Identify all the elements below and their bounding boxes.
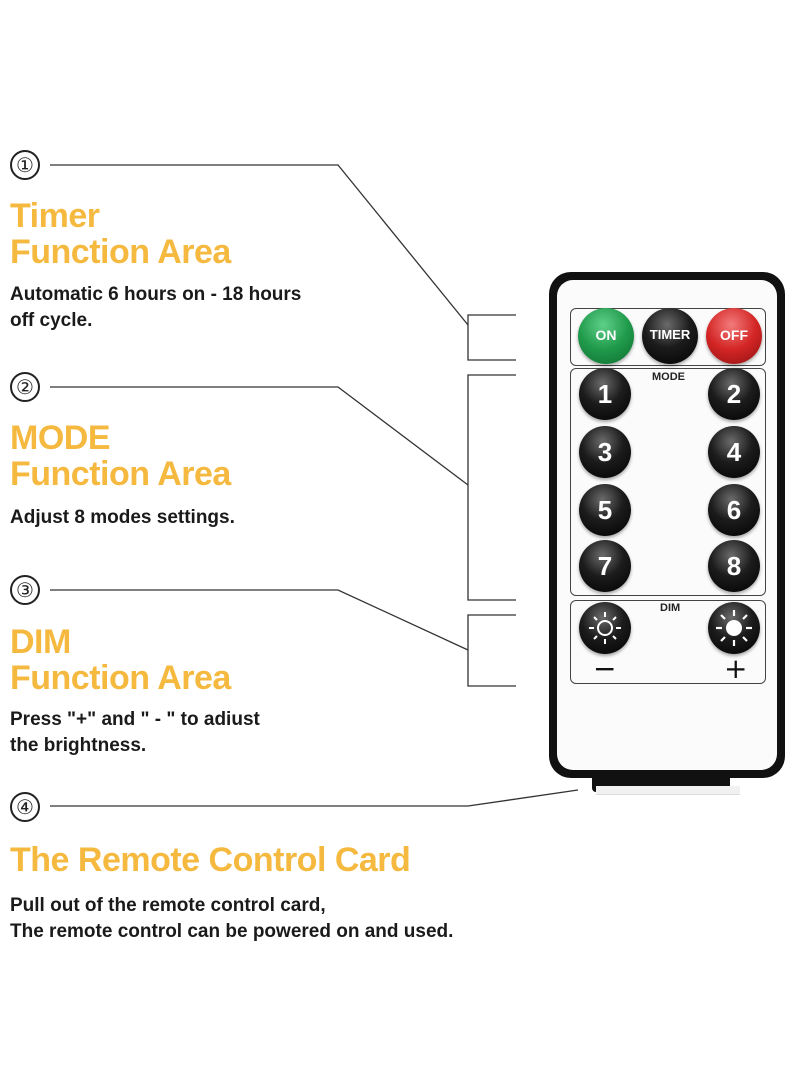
title-line: MODE <box>10 419 110 457</box>
desc-line: the brightness. <box>10 735 147 756</box>
section-number-3: ③ <box>10 575 40 605</box>
desc-line: Pull out of the remote control card, <box>10 895 326 916</box>
remote-card-edge <box>596 786 740 795</box>
dim-group-box <box>570 600 766 684</box>
mode-1-button[interactable]: 1 <box>579 368 631 420</box>
mode-2-button[interactable]: 2 <box>708 368 760 420</box>
minus-label: − <box>593 652 617 685</box>
off-button[interactable]: OFF <box>706 308 762 364</box>
mode-4-button[interactable]: 4 <box>708 426 760 478</box>
section-number-2: ② <box>10 372 40 402</box>
desc-line: Adjust 8 modes settings. <box>10 507 235 528</box>
mode-3-button[interactable]: 3 <box>579 426 631 478</box>
desc-line: off cycle. <box>10 310 93 331</box>
title-line: Function Area <box>10 233 231 271</box>
mode-6-button[interactable]: 6 <box>708 484 760 536</box>
timer-button[interactable]: TIMER <box>642 308 698 364</box>
timer-section-desc: Automatic 6 hours on - 18 hours off cycl… <box>10 282 301 334</box>
desc-line: Automatic 6 hours on - 18 hours <box>10 284 302 305</box>
on-button[interactable]: ON <box>578 308 634 364</box>
dim-label: DIM <box>660 602 681 614</box>
mode-5-button[interactable]: 5 <box>579 484 631 536</box>
dim-down-button[interactable] <box>579 602 631 654</box>
mode-7-button[interactable]: 7 <box>579 540 631 592</box>
title-line: Function Area <box>10 659 231 697</box>
mode-group-box <box>570 368 766 596</box>
dim-section-desc: Press "+" and " - " to adiust the bright… <box>10 707 260 759</box>
mode-section-title: MODE Function Area <box>10 420 231 492</box>
dim-sun-icon <box>589 612 621 644</box>
plus-label: + <box>724 652 748 685</box>
timer-section-title: Timer Function Area <box>10 198 231 270</box>
dim-up-button[interactable] <box>708 602 760 654</box>
title-line: DIM <box>10 623 71 661</box>
bright-sun-icon <box>716 610 752 646</box>
title-line: Timer <box>10 197 100 235</box>
desc-line: Press "+" and " - " to adiust <box>10 709 260 730</box>
section-number-4: ④ <box>10 792 40 822</box>
section-number-1: ① <box>10 150 40 180</box>
mode-8-button[interactable]: 8 <box>708 540 760 592</box>
title-line: Function Area <box>10 455 231 493</box>
desc-line: The remote control can be powered on and… <box>10 921 454 942</box>
card-section-desc: Pull out of the remote control card, The… <box>10 893 453 945</box>
title-line: The Remote Control Card <box>10 841 411 879</box>
mode-label: MODE <box>652 371 685 383</box>
dim-section-title: DIM Function Area <box>10 624 231 696</box>
card-section-title: The Remote Control Card <box>10 841 411 879</box>
mode-section-desc: Adjust 8 modes settings. <box>10 505 235 531</box>
